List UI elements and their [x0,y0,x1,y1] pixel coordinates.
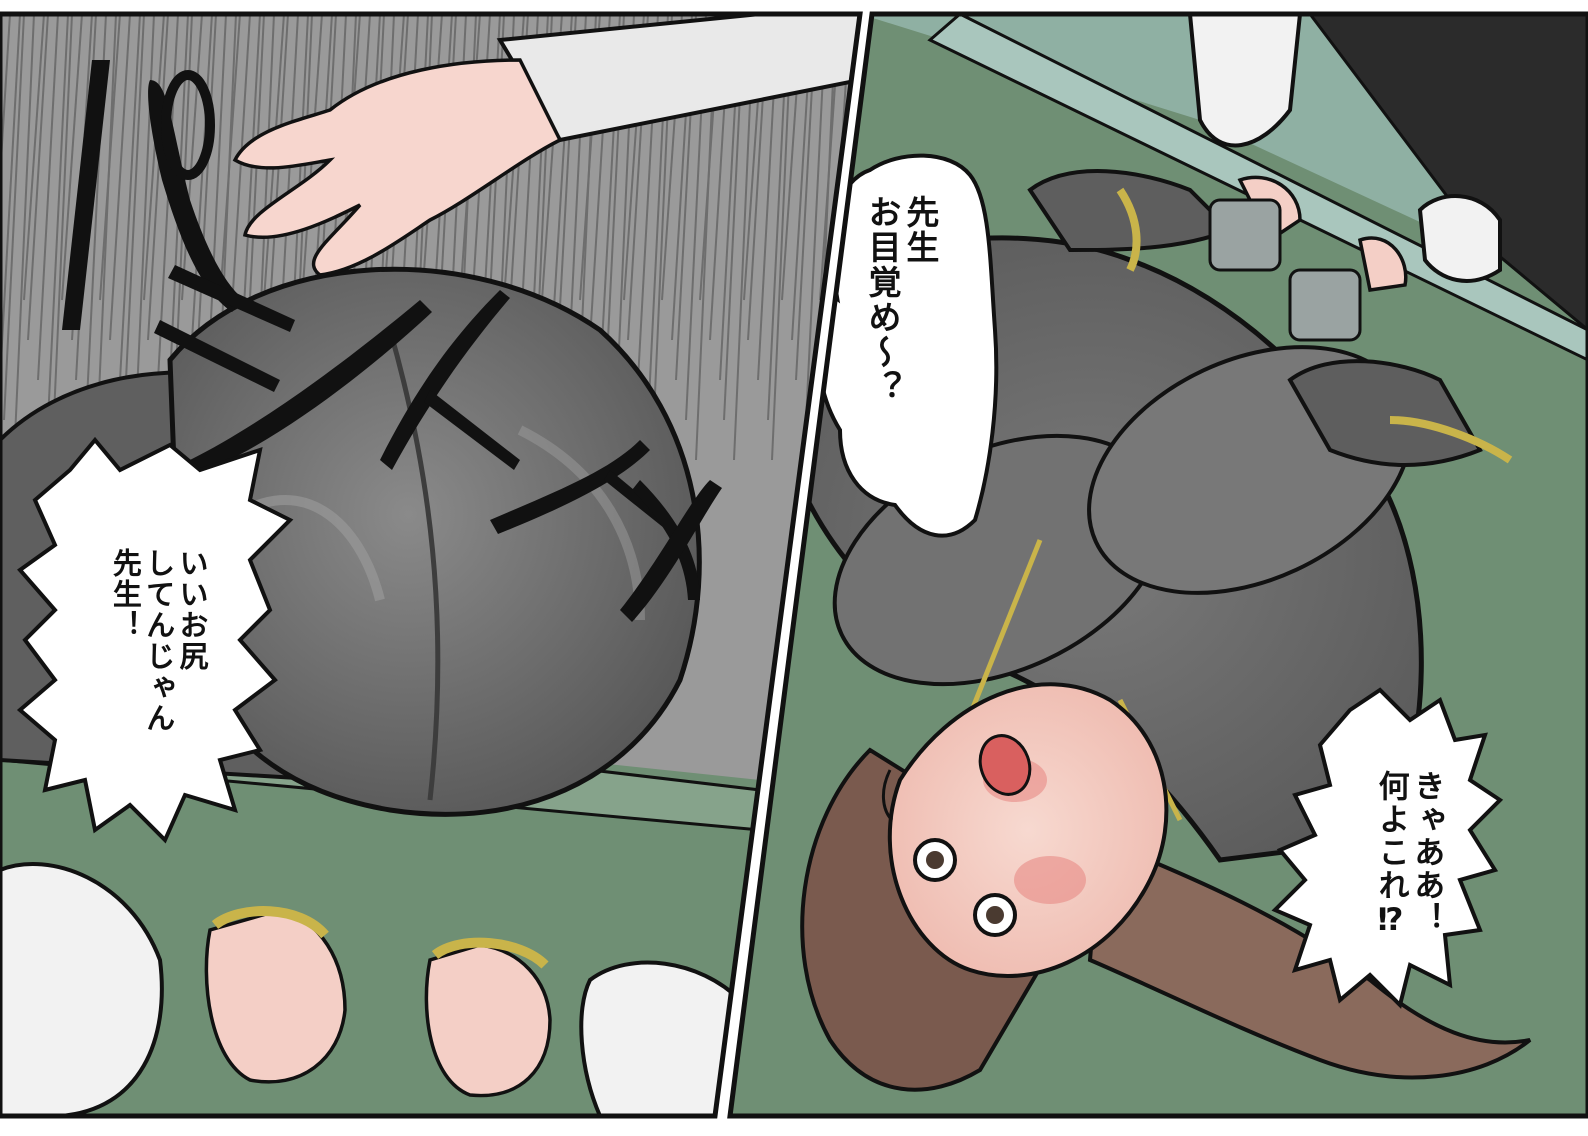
speed-line [229,14,251,341]
tape-bindings [1208,198,1362,342]
speed-line [119,14,141,381]
speed-line [3,14,25,421]
hands-on-mat [204,908,552,1098]
speed-line [51,14,73,461]
speech-burst-left [16,436,294,844]
ear [882,769,894,822]
speed-line [61,14,83,301]
speech-burst-left-text: いいお尻 してんじゃん 先生！ [108,548,210,734]
speed-line [0,14,11,341]
speed-line [99,14,121,301]
speed-line [47,14,69,421]
pupil [986,906,1004,924]
speed-line [37,14,59,381]
shoe [0,862,164,1116]
speed-line [267,14,289,341]
speed-line [195,14,217,381]
speed-line [147,14,169,341]
speed-line [109,14,131,341]
speed-line [123,14,145,421]
speed-line [0,14,21,381]
gold-cuffs [211,906,549,969]
sneaker [1187,14,1303,148]
speech-burst-right [1271,687,1504,1009]
slapping-hand [232,58,563,277]
right-panel-border [727,11,1588,1119]
speech-bubble-right-text: 先生 お目覚め～？ [862,195,940,405]
speed-line [181,14,203,301]
face [887,682,1169,978]
speed-line [13,14,35,461]
sneaker [1417,194,1502,283]
left-panel-border [0,11,863,1119]
speed-line [143,14,165,301]
speed-line [27,14,49,341]
pupil [926,851,944,869]
vaulting-box [1306,14,1588,334]
seam-line [387,329,441,801]
sfx-lettering [62,60,722,622]
right-panel [730,14,1588,1116]
blush [1014,856,1086,904]
arm-lower [1287,359,1483,467]
speed-line [219,14,241,301]
left-panel [0,14,860,1116]
open-mouth [978,734,1032,796]
speed-line [23,14,45,301]
speech-burst-right-text: きゃああ！ 何よこれ⁉ [1372,770,1445,940]
